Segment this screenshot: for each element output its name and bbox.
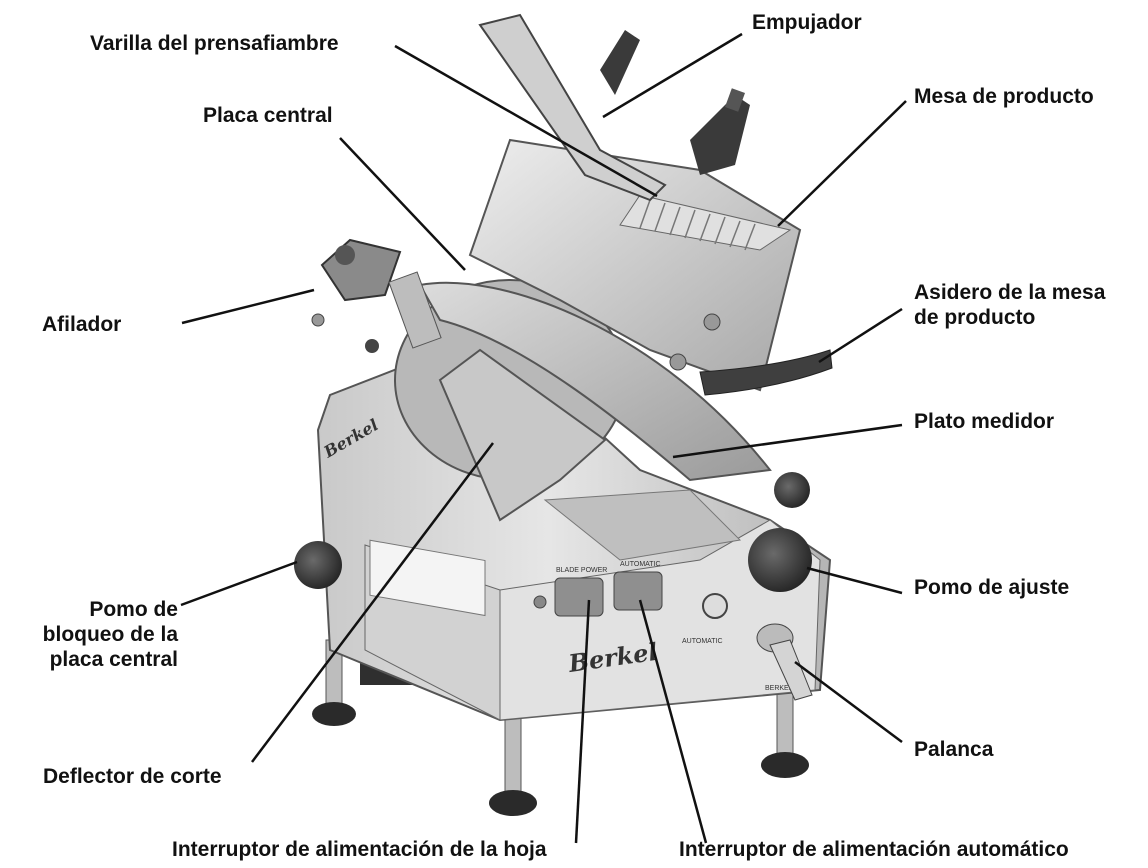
switch-auto-text: AUTOMATIC <box>620 561 661 568</box>
label-palanca: Palanca <box>914 737 993 762</box>
switch-blade-text: BLADE POWER <box>556 567 607 574</box>
leader-mesa-producto <box>778 101 906 226</box>
label-deflector-corte: Deflector de corte <box>43 764 222 789</box>
leader-palanca <box>795 662 902 742</box>
label-varilla-prensafiambre: Varilla del prensafiambre <box>90 31 339 56</box>
label-pomo-bloqueo: Pomo de bloqueo de la placa central <box>20 597 178 672</box>
label-empujador: Empujador <box>752 10 862 35</box>
leader-pomo-bloqueo <box>181 562 297 605</box>
label-interruptor-automatico: Interruptor de alimentación automático <box>679 837 1069 862</box>
label-afilador: Afilador <box>42 312 121 337</box>
adjust-knob <box>748 528 812 592</box>
leader-asidero <box>819 309 902 362</box>
label-plato-medidor: Plato medidor <box>914 409 1054 434</box>
leader-afilador <box>182 290 314 323</box>
center-plate-lock-knob <box>294 541 342 589</box>
label-mesa-producto: Mesa de producto <box>914 84 1094 109</box>
label-placa-central: Placa central <box>203 103 333 128</box>
panel-auto-text: AUTOMATIC <box>682 638 723 645</box>
label-pomo-ajuste: Pomo de ajuste <box>914 575 1069 600</box>
rear-knob <box>774 472 810 508</box>
sharpener <box>312 240 441 353</box>
label-asidero-mesa: Asidero de la mesa de producto <box>914 280 1105 330</box>
label-interruptor-hoja: Interruptor de alimentación de la hoja <box>172 837 547 862</box>
